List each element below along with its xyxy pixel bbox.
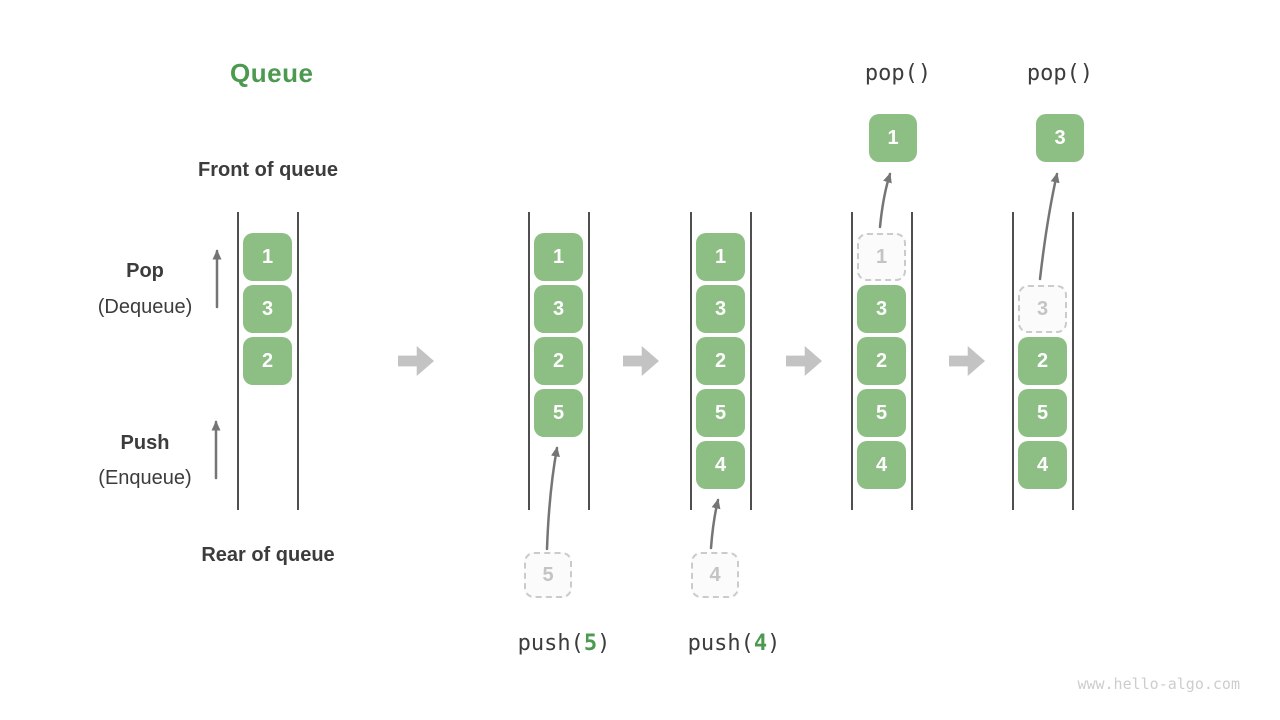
diagram-title: Queue	[230, 58, 314, 88]
step-arrow-icon	[623, 346, 659, 376]
push-source-box: 5	[524, 552, 572, 598]
popped-value-box: 3	[1036, 114, 1084, 162]
push-op-label: push(5)	[504, 631, 624, 656]
rear-of-queue-label: Rear of queue	[201, 544, 335, 566]
queue-rail-left	[690, 212, 692, 510]
push-action-sublabel: (Enqueue)	[98, 467, 192, 489]
queue-cell: 3	[243, 285, 292, 333]
push-op-arg: 4	[753, 631, 768, 656]
queue-cell: 5	[534, 389, 583, 437]
queue-rail-left	[851, 212, 853, 510]
queue-cell: 2	[1018, 337, 1067, 385]
queue-cell: 2	[696, 337, 745, 385]
pop-op-label: pop()	[864, 61, 932, 86]
queue-cell-ghost: 1	[857, 233, 906, 281]
queue-rail-right	[911, 212, 913, 510]
push-op-prefix: push(	[687, 631, 754, 656]
queue-rail-right	[297, 212, 299, 510]
pop-action-label: Pop	[126, 260, 164, 282]
queue-cell: 3	[857, 285, 906, 333]
push-source-box: 4	[691, 552, 739, 598]
queue-cell: 4	[696, 441, 745, 489]
push-op-label: push(4)	[674, 631, 794, 656]
queue-cell: 5	[696, 389, 745, 437]
step-arrow-icon	[786, 346, 822, 376]
queue-state-1: 1 3 2	[237, 212, 299, 510]
queue-cell: 4	[1018, 441, 1067, 489]
step-arrow-icon	[949, 346, 985, 376]
queue-rail-right	[1072, 212, 1074, 510]
step-arrow-icon	[398, 346, 434, 376]
push-op-suffix: )	[767, 631, 781, 656]
front-of-queue-label: Front of queue	[198, 159, 338, 181]
queue-cell: 1	[243, 233, 292, 281]
queue-cell: 5	[1018, 389, 1067, 437]
push-op-suffix: )	[597, 631, 611, 656]
queue-cell: 2	[243, 337, 292, 385]
queue-rail-left	[237, 212, 239, 510]
queue-rail-right	[588, 212, 590, 510]
queue-cell: 3	[696, 285, 745, 333]
queue-cell: 1	[696, 233, 745, 281]
queue-state-5: 3 2 5 4	[1012, 212, 1074, 510]
queue-cell: 2	[534, 337, 583, 385]
push-op-prefix: push(	[517, 631, 584, 656]
queue-cell-ghost: 3	[1018, 285, 1067, 333]
queue-state-3: 1 3 2 5 4	[690, 212, 752, 510]
queue-cell: 4	[857, 441, 906, 489]
queue-rail-left	[528, 212, 530, 510]
queue-state-2: 1 3 2 5	[528, 212, 590, 510]
queue-rail-right	[750, 212, 752, 510]
queue-rail-left	[1012, 212, 1014, 510]
queue-state-4: 1 3 2 5 4	[851, 212, 913, 510]
pop-op-label: pop()	[1026, 61, 1094, 86]
pop-action-sublabel: (Dequeue)	[97, 296, 193, 318]
queue-cell: 5	[857, 389, 906, 437]
push-action-label: Push	[120, 432, 170, 454]
site-watermark: www.hello-algo.com	[1077, 675, 1240, 693]
queue-cell: 1	[534, 233, 583, 281]
popped-value-box: 1	[869, 114, 917, 162]
push-op-arg: 5	[583, 631, 598, 656]
queue-cell: 3	[534, 285, 583, 333]
queue-cell: 2	[857, 337, 906, 385]
